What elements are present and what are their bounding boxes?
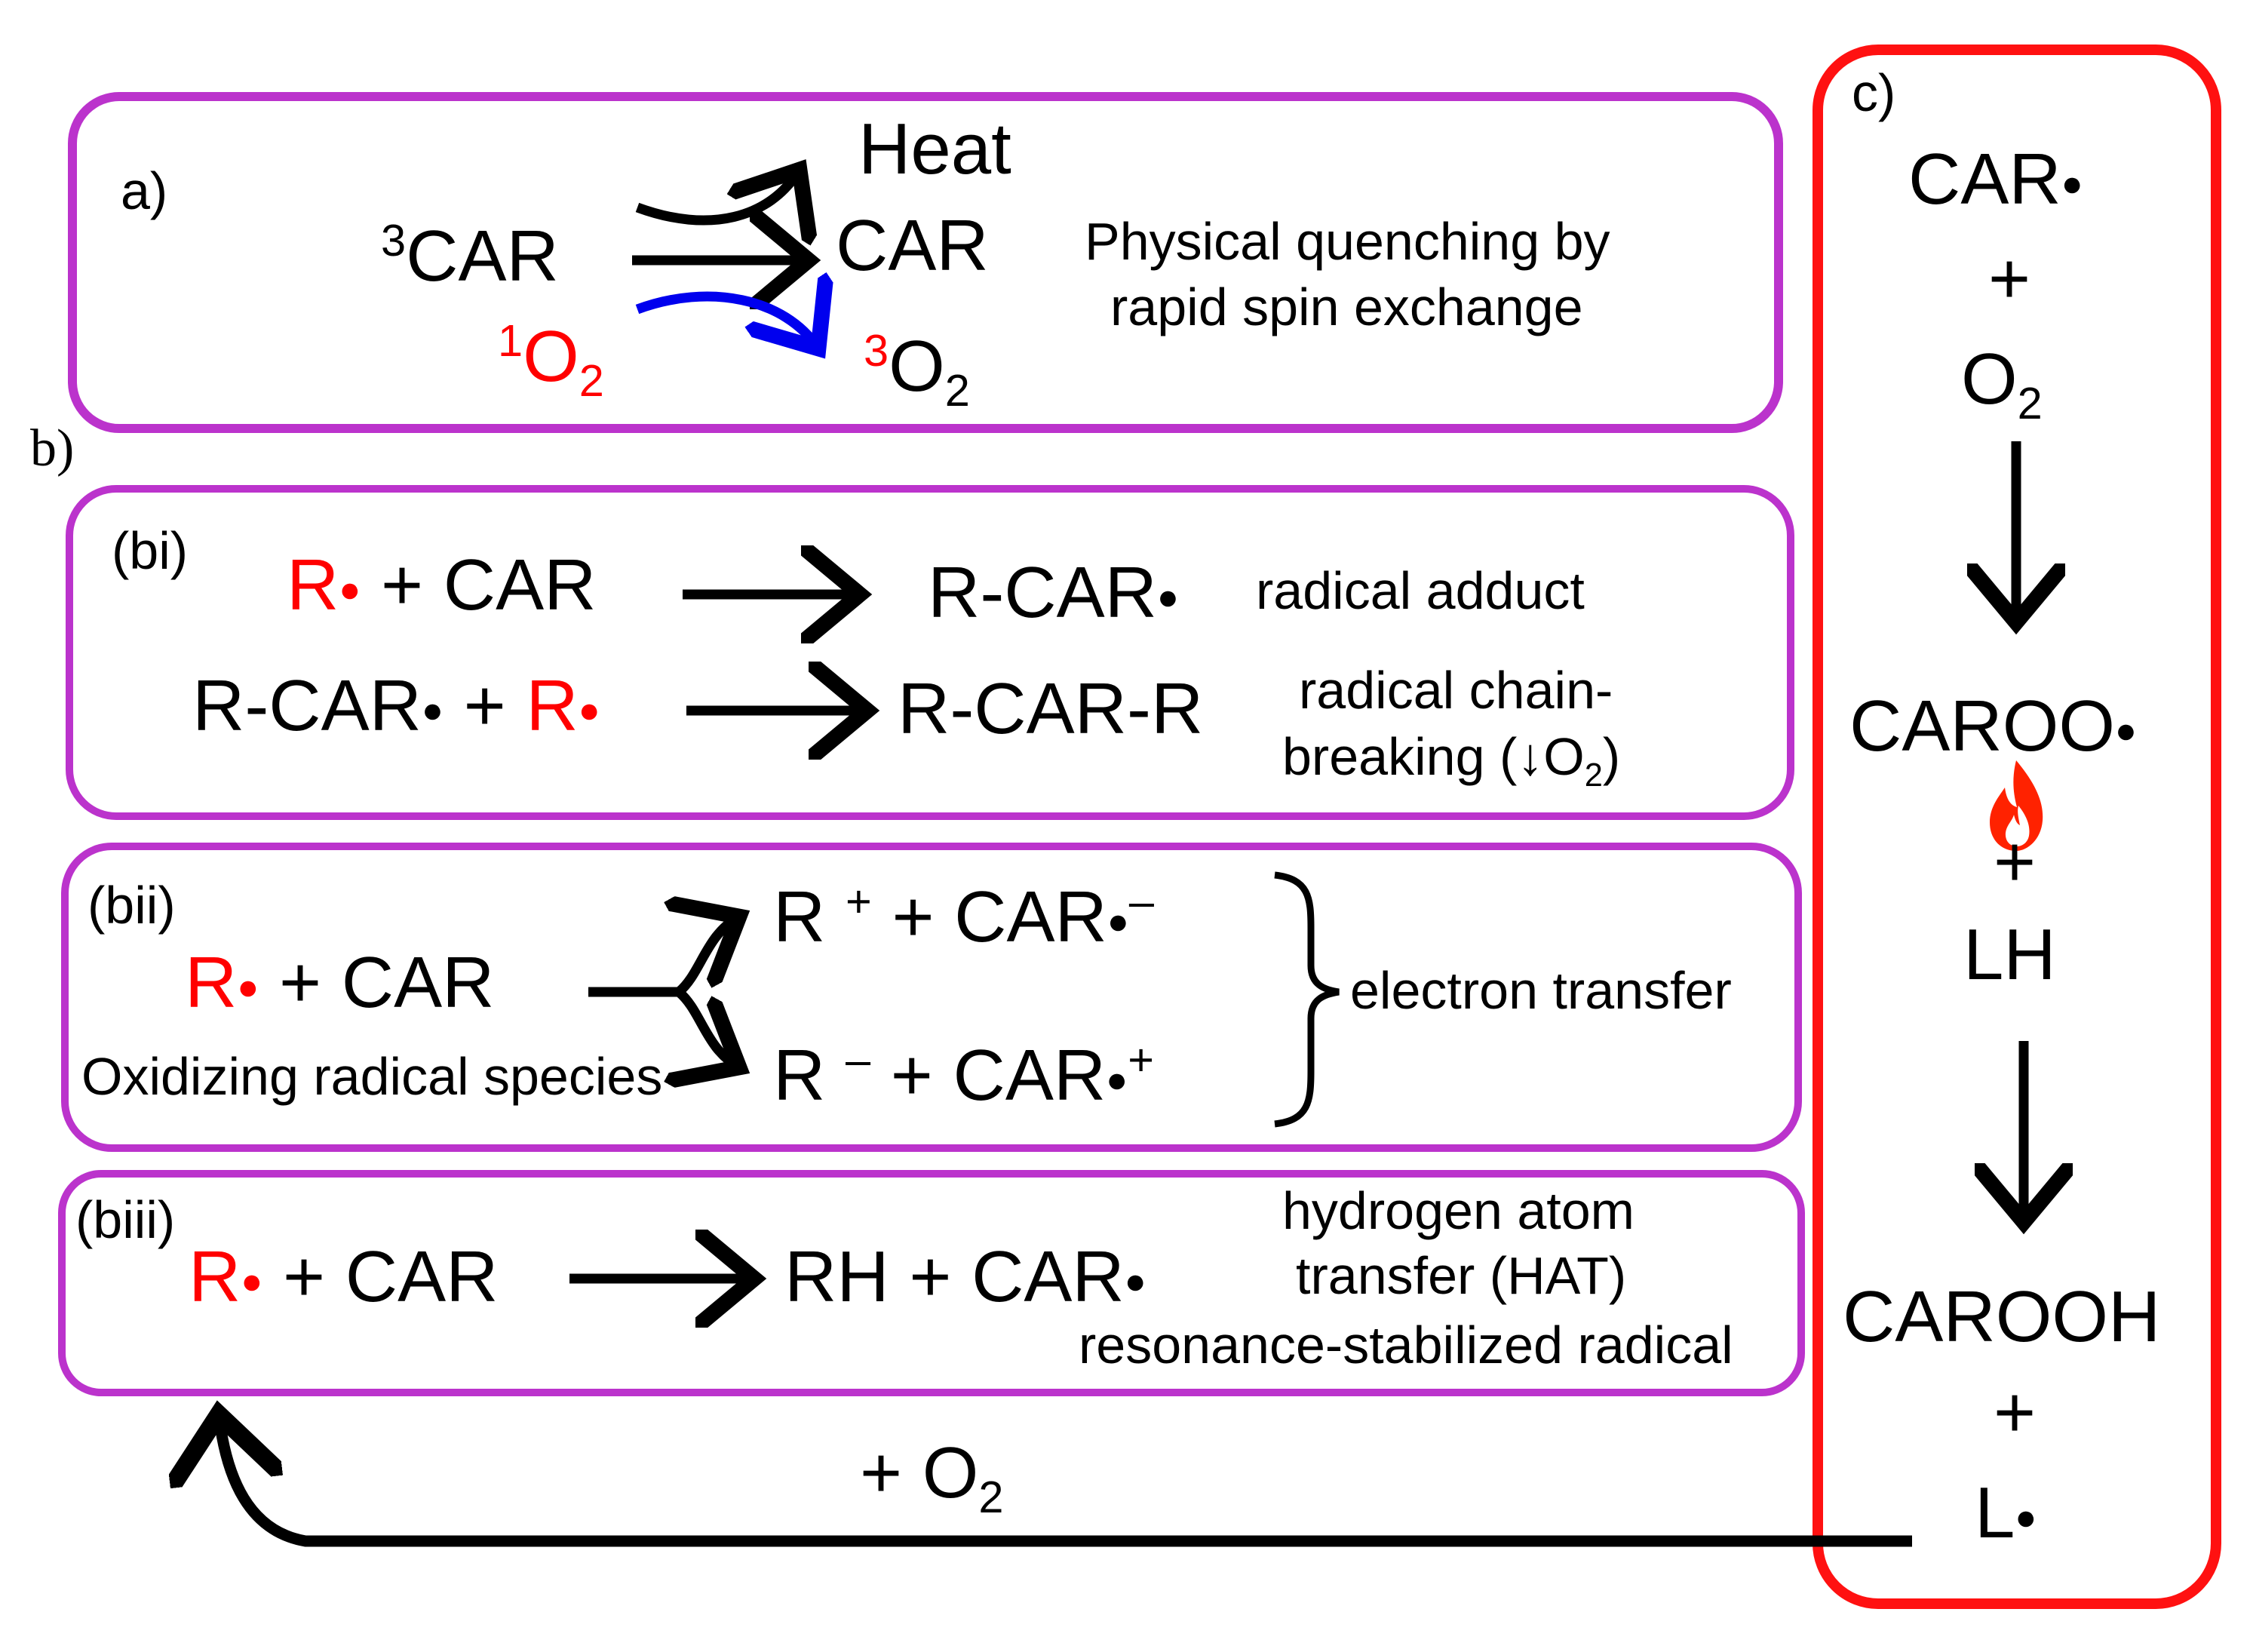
biii-note-line2: transfer (HAT): [1296, 1246, 1627, 1305]
panel-a-box: [68, 92, 1783, 433]
radical-dot-icon: ●: [237, 967, 259, 1008]
panel-a-label: a): [121, 161, 168, 220]
c-lh: LH: [1963, 914, 2056, 995]
biii-products: RH + CAR●: [784, 1236, 1146, 1317]
panel-bii-label: (bii): [87, 876, 176, 935]
triplet-car: 3CAR: [381, 215, 559, 296]
panel-b-label: b): [30, 419, 75, 477]
radical-dot-icon: ●: [578, 690, 600, 731]
heat-label: Heat: [858, 109, 1011, 189]
c-plus-2: +: [1994, 821, 2037, 902]
radical-dot-icon: ●: [1107, 901, 1129, 942]
biii-reactants: R● + CAR: [189, 1236, 499, 1317]
radical-dot-icon: ●: [2115, 711, 2138, 751]
radical-dot-icon: ●: [241, 1261, 263, 1302]
radical-dot-icon: ●: [339, 570, 361, 610]
c-l-radical: L●: [1975, 1472, 2037, 1553]
panel-c-box: [1813, 45, 2221, 1609]
biii-note-line3: resonance-stabilized radical: [1079, 1316, 1733, 1374]
bi-product-1: R-CAR●: [928, 552, 1179, 633]
car-product: CAR: [836, 205, 989, 286]
flame-icon: [1990, 760, 2043, 851]
panel-bi-label: (bi): [112, 521, 189, 580]
radical-dot-icon: ●: [1124, 1261, 1146, 1302]
bii-oxidizing-note: Oxidizing radical species: [81, 1047, 663, 1106]
c-plus-1: +: [1988, 238, 2031, 319]
c-carooh: CAROOH: [1843, 1276, 2161, 1357]
c-caroo-radical: CAROO●: [1849, 686, 2138, 766]
radical-dot-icon: ●: [421, 690, 444, 731]
c-plus-3: +: [1994, 1372, 2037, 1453]
panel-bii-box: [61, 843, 1802, 1152]
bi-note-2-line1: radical chain-: [1299, 661, 1613, 720]
triplet-oxygen: 3O2: [864, 325, 970, 416]
panel-bi-box: [66, 485, 1794, 820]
bii-lower-branch: [679, 988, 739, 1067]
bii-brace: [1274, 871, 1340, 1128]
bi-note-2-line2: breaking (↓O2): [1282, 727, 1621, 794]
bii-lower-products: R – + CAR●+: [773, 1034, 1154, 1116]
radical-dot-icon: ●: [2061, 164, 2083, 204]
bii-reactants: R● + CAR: [185, 942, 495, 1023]
biii-note-line1: hydrogen atom: [1282, 1181, 1634, 1240]
panel-c-label: c): [1852, 63, 1896, 122]
quenching-desc-line1: Physical quenching by: [1085, 212, 1610, 271]
panel-biii-box: [58, 1170, 1805, 1396]
return-oxygen-label: + O2: [860, 1432, 1004, 1523]
bii-note: electron transfer: [1350, 961, 1732, 1020]
radical-dot-icon: ●: [1106, 1060, 1128, 1101]
c-oxygen: O2: [1961, 339, 2043, 429]
c-car-radical: CAR●: [1908, 139, 2083, 220]
return-arrow: [219, 1414, 1912, 1547]
bi-reactants-1: R● + CAR: [287, 545, 597, 625]
radical-dot-icon: ●: [1156, 577, 1179, 618]
bi-note-1: radical adduct: [1256, 561, 1585, 620]
bi-reactants-2: R-CAR● + R●: [192, 665, 600, 746]
bii-upper-products: R + + CAR●–: [773, 876, 1154, 957]
bii-upper-branch: [679, 917, 739, 996]
quenching-desc-line2: rapid spin exchange: [1110, 278, 1583, 336]
bi-product-2: R-CAR-R: [898, 668, 1204, 749]
panel-biii-label: (biii): [75, 1190, 176, 1249]
radical-dot-icon: ●: [2015, 1497, 2037, 1538]
singlet-oxygen: 1O2: [498, 315, 604, 407]
spin-exchange-arrow: [635, 296, 818, 349]
heat-arrow: [635, 170, 800, 220]
